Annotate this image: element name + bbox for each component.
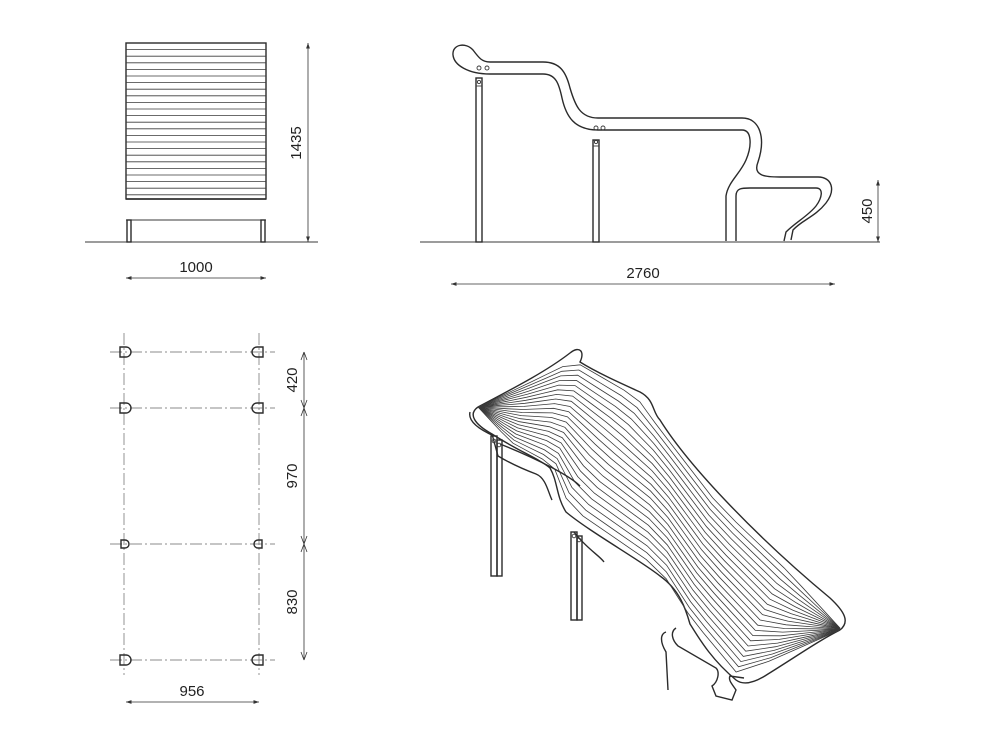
iso-leg-3 — [570, 531, 578, 621]
iso-slat — [477, 406, 841, 647]
iso-slat — [477, 406, 841, 630]
iso-slats — [477, 364, 841, 673]
iso-bolt-4 — [576, 537, 582, 543]
side-leg-rear — [592, 139, 600, 243]
footplate — [120, 539, 130, 549]
front-backrest-outline — [125, 42, 267, 200]
iso-slat — [477, 406, 841, 637]
side-leg-front — [475, 77, 483, 243]
iso-slat — [477, 406, 841, 630]
seat-height-label: 450 — [859, 198, 876, 223]
side-bolt-6 — [593, 139, 599, 145]
footplate — [251, 654, 264, 666]
iso-slat — [477, 389, 841, 629]
iso-bolt-3 — [571, 533, 577, 539]
iso-slat — [477, 406, 841, 652]
iso-slat — [477, 374, 841, 629]
footplate — [119, 654, 132, 666]
iso-slat — [477, 406, 841, 663]
side-view: 2760 450 — [420, 44, 880, 286]
iso-slat — [477, 406, 841, 673]
iso-frame-under — [499, 443, 605, 563]
iso-bolt-2 — [496, 442, 502, 448]
iso-seat-hook — [660, 627, 745, 701]
side-bolt-3 — [593, 125, 599, 131]
iso-slat — [477, 406, 841, 630]
side-bolt-5 — [476, 79, 482, 85]
iso-slat — [477, 384, 841, 629]
side-bolt-1 — [476, 65, 482, 71]
footplate — [119, 402, 132, 414]
plan-dim-arrow — [300, 399, 308, 417]
plan-dim-arrow — [300, 351, 308, 361]
front-leg-right — [260, 219, 266, 243]
plan-footplates — [119, 346, 264, 666]
iso-surface-near-edge — [472, 406, 841, 684]
iso-slat — [477, 406, 841, 668]
side-length-label: 2760 — [626, 265, 659, 282]
side-frame-outer — [452, 44, 833, 241]
iso-leg-1 — [490, 435, 498, 577]
front-leg-left — [126, 219, 132, 243]
plan-width-label: 956 — [179, 683, 204, 700]
iso-frame-side — [469, 411, 553, 501]
iso-surface-far-edge — [477, 348, 846, 631]
side-bolt-4 — [600, 125, 606, 131]
iso-slat — [477, 406, 841, 642]
iso-leg-2 — [496, 439, 503, 577]
plan-view: 956 420 970 830 — [110, 333, 308, 704]
iso-leg-4 — [576, 535, 583, 621]
side-seat-hook — [735, 187, 822, 242]
plan-dim-arrow — [300, 535, 308, 553]
iso-bolt-1 — [491, 438, 497, 444]
iso-slat — [477, 364, 841, 629]
side-frame-inner — [452, 54, 751, 241]
side-bolt-2 — [484, 65, 490, 71]
isometric-view — [469, 348, 846, 701]
front-height-label: 1435 — [288, 126, 305, 159]
iso-slat — [477, 369, 841, 629]
footplate — [253, 539, 263, 549]
front-view: 1000 1435 — [85, 42, 318, 280]
plan-seg-2-label: 970 — [284, 463, 301, 488]
front-width-label: 1000 — [179, 259, 212, 276]
iso-slat — [477, 406, 841, 633]
footplate — [251, 346, 264, 358]
iso-slat — [477, 406, 841, 657]
footplate — [119, 346, 132, 358]
iso-slat — [477, 403, 841, 630]
iso-slat — [477, 393, 841, 629]
iso-slat — [477, 398, 841, 630]
plan-seg-1-label: 420 — [284, 367, 301, 392]
footplate — [251, 402, 264, 414]
iso-slat — [477, 379, 841, 629]
front-slats — [126, 49, 266, 196]
plan-dim-arrow — [300, 651, 308, 661]
plan-seg-3-label: 830 — [284, 589, 301, 614]
